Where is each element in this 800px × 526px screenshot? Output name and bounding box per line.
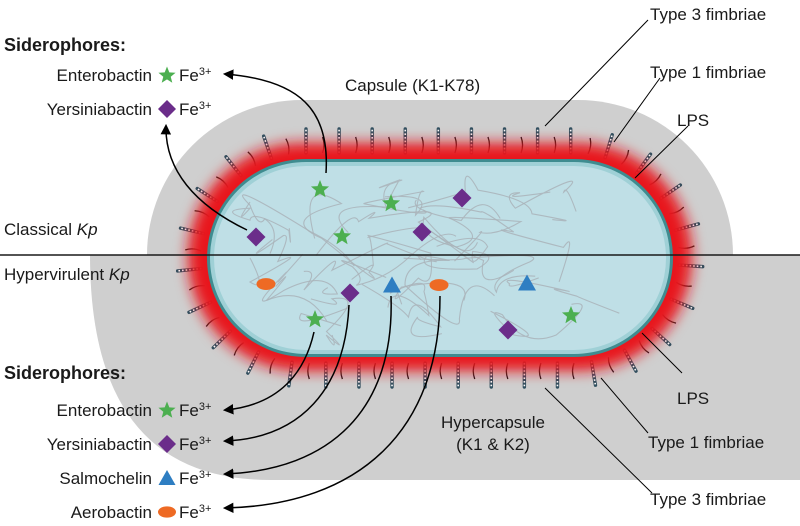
iron-label: Fe3+ [179,401,212,420]
dna-strand [423,237,490,270]
star-molecule [332,227,352,245]
iron-symbol: Fe [179,503,199,522]
star-molecule [305,310,325,328]
arrow-yersiniabactin-hv [222,304,350,446]
dna-strand [303,194,375,280]
siderophore-name-salmochelin: Salmochelin [59,469,152,488]
diamond-icon [158,100,176,123]
diamond-molecule [340,283,360,303]
label-leaders [544,19,689,494]
lps-label-top: LPS [677,111,710,130]
leader-type1-bottom [600,377,649,434]
oval-icon [158,503,176,526]
iron-charge: 3+ [198,469,212,481]
leader-type3-top [544,19,649,127]
siderophore-name-yersiniabactin: Yersiniabactin [46,435,152,454]
hypervirulent-kp-prefix: Hypervirulent [4,265,109,284]
dna-strand [248,234,292,286]
arrow-yersiniabactin-classical [160,123,248,231]
iron-charge: 3+ [198,401,212,413]
dna-strand [338,178,403,233]
intracellular-siderophores [246,180,581,340]
triangle-molecule [383,276,401,293]
iron-symbol: Fe [179,100,199,119]
siderophores-heading-hypervirulent: Siderophores: [4,363,127,383]
star-molecule [310,180,330,198]
oval-molecule [256,278,276,290]
export-arrows [160,69,441,514]
classical-kp-prefix: Classical [4,220,77,239]
diamond-icon [158,435,176,458]
arrow-enterobactin-hv [222,331,315,415]
hypervirulent-kp-label: Hypervirulent Kp [4,266,130,283]
diamond-molecule [452,188,472,208]
lps-label-bottom: LPS [677,389,710,408]
iron-label: Fe3+ [179,66,212,85]
dna-strand [419,205,571,282]
dna-strand [361,283,443,338]
iron-charge: 3+ [198,100,212,112]
diamond-molecule [246,227,266,247]
dna-strand [448,204,523,262]
diamond-molecule [412,222,432,242]
arrow-salmochelin-hv [222,295,392,479]
star-icon [158,66,176,89]
classical-kp-label: Classical Kp [4,221,98,238]
iron-label: Fe3+ [179,503,212,522]
arrow-aerobactin-hv [222,295,441,514]
iron-label: Fe3+ [179,469,212,488]
iron-charge: 3+ [198,66,212,78]
arrow-enterobactin-classical [222,69,328,174]
iron-symbol: Fe [179,435,199,454]
dna-strand [231,201,291,243]
iron-symbol: Fe [179,401,199,420]
star-molecule [381,194,401,212]
star-molecule [561,306,581,324]
iron-symbol: Fe [179,66,199,85]
leader-type1-top [613,77,661,143]
dna-strand [242,194,355,267]
leader-lps-top [634,125,689,179]
hypervirulent-kp-italic: Kp [108,265,130,284]
iron-symbol: Fe [179,469,199,488]
diamond-molecule [498,320,518,340]
dna-strand [261,253,339,302]
siderophore-name-enterobactin: Enterobactin [56,66,152,85]
iron-charge: 3+ [198,435,212,447]
hypercapsule-label-line1: Hypercapsule [441,413,545,432]
triangle-molecule [518,274,536,291]
siderophore-name-yersiniabactin: Yersiniabactin [46,100,152,119]
dna-strand [508,180,577,212]
iron-label: Fe3+ [179,435,212,454]
capsule-label: Capsule (K1-K78) [345,76,481,95]
iron-label: Fe3+ [179,100,212,119]
type3-fimbriae-label-bottom: Type 3 fimbriae [650,490,767,509]
type1-fimbriae-label-bottom: Type 1 fimbriae [648,433,765,452]
star-icon [158,401,176,424]
siderophore-name-aerobactin: Aerobactin [70,503,152,522]
type3-fimbriae-label-top: Type 3 fimbriae [650,5,767,24]
dna-strand [265,276,350,327]
dna-strand [414,199,479,252]
siderophores-heading-classical: Siderophores: [4,35,127,55]
oval-molecule [429,279,449,291]
iron-charge: 3+ [198,503,212,515]
type1-fimbriae-label-top: Type 1 fimbriae [650,63,767,82]
dna-strand [310,297,349,346]
leader-type3-bottom [544,387,653,494]
hypercapsule-label: Hypercapsule (K1 & K2) [433,414,553,453]
siderophore-name-enterobactin: Enterobactin [56,401,152,420]
hypercapsule-label-line2: (K1 & K2) [456,435,530,454]
classical-kp-italic: Kp [76,220,98,239]
triangle-icon [158,469,176,492]
dna-strand [341,233,457,286]
dna-strand [490,303,583,340]
dna-strand [403,254,536,294]
leader-lps-bottom [641,332,683,374]
dna-strand [506,277,620,314]
